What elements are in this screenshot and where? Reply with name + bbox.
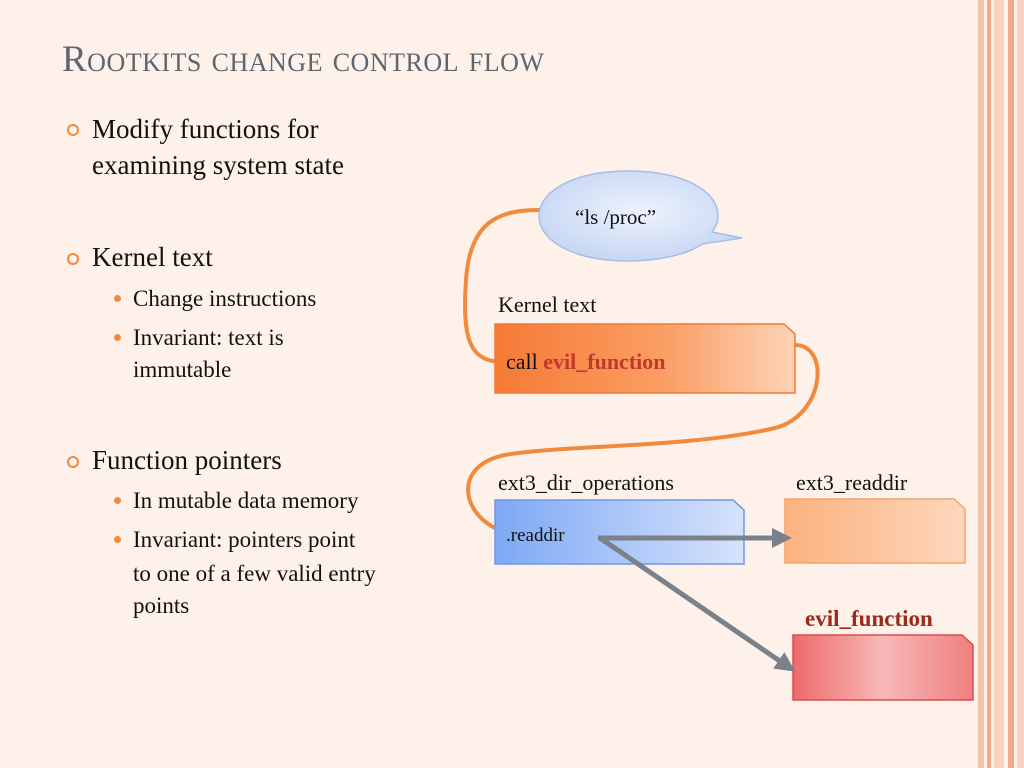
sub-bullet-marker — [114, 497, 121, 504]
bullet-modify-line2: examining system state — [92, 150, 344, 180]
sub-bullet-text-immutable-line1: Invariant: text is — [133, 325, 284, 350]
bullet-kernel-text: Kernel text — [92, 242, 213, 272]
sub-bullet-text-immutable-line2: immutable — [133, 357, 232, 382]
readdir-box — [784, 498, 966, 564]
evil-function-label: evil_function — [805, 606, 933, 631]
readdir-field: .readdir — [506, 525, 565, 546]
call-keyword: call — [506, 349, 544, 374]
slide-title: Rootkits change control flow — [62, 39, 545, 80]
evil-function-box — [792, 634, 974, 701]
readdir-label: ext3_readdir — [796, 470, 908, 495]
decor-stripe-2 — [987, 0, 991, 768]
sub-bullet-change-instructions: Change instructions — [133, 286, 317, 311]
sub-bullet-pointers-line2: to one of a few valid entry — [133, 561, 376, 586]
sub-bullet-marker — [114, 295, 121, 302]
sub-bullet-pointers-line1: Invariant: pointers point — [133, 527, 356, 552]
ops-label: ext3_dir_operations — [498, 470, 674, 495]
sub-bullet-marker — [114, 536, 121, 543]
bullet-marker — [67, 456, 79, 468]
flow-curve-call-to-ops — [466, 343, 820, 530]
kernel-text-label: Kernel text — [498, 292, 597, 317]
bullet-marker — [67, 253, 79, 265]
speech-bubble-shape — [538, 170, 743, 262]
decor-stripe-4 — [1008, 0, 1014, 768]
decor-stripe-5 — [1017, 0, 1024, 768]
sub-bullet-mutable-memory: In mutable data memory — [133, 488, 359, 513]
pointer-arrow-to-evil — [598, 535, 796, 672]
bullet-modify-line1: Modify functions for — [92, 114, 319, 144]
flow-curve-bubble-to-call — [463, 208, 541, 364]
bullet-function-pointers: Function pointers — [92, 445, 282, 475]
kernel-text-call: call evil_function — [506, 349, 666, 375]
bubble-text: “ls /proc” — [575, 205, 657, 229]
kernel-text-box — [494, 323, 796, 394]
sub-bullet-marker — [114, 334, 121, 341]
decor-stripe-1 — [978, 0, 984, 768]
sub-bullet-pointers-line3: points — [133, 593, 190, 618]
call-target: evil_function — [543, 349, 666, 374]
decor-stripe-3 — [994, 0, 1004, 768]
bullet-marker — [67, 124, 79, 136]
